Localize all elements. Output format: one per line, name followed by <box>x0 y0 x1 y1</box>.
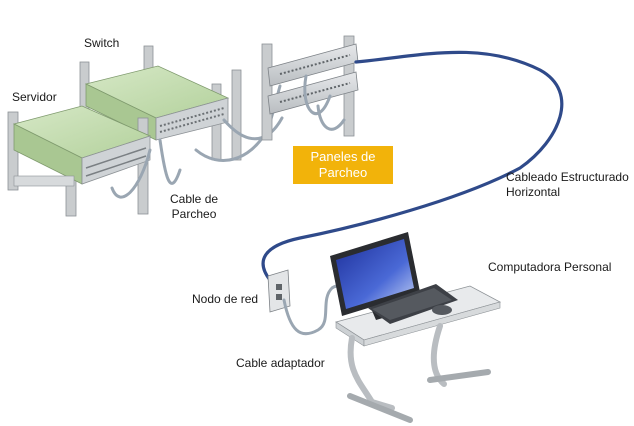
patch-cable-label: Cable de Parcheo <box>170 192 218 222</box>
personal-computer-label: Computadora Personal <box>488 260 612 274</box>
keyboard-icon <box>368 284 458 324</box>
patch-panel-icon <box>267 43 359 115</box>
patch-cable-label-line2: Parcheo <box>171 207 217 221</box>
patch-cable-label-line1: Cable de <box>170 192 219 206</box>
horizontal-cable <box>261 50 564 282</box>
panel-loop-cables <box>303 74 346 131</box>
patch-panels-label-line2: Parcheo <box>318 165 368 180</box>
network-node-label: Nodo de red <box>192 292 259 306</box>
patch-panels-label-line1: Paneles de <box>310 149 376 164</box>
server-icon <box>12 105 152 187</box>
horizontal-cabling-label-line1: Cableado Estructurado <box>506 170 629 184</box>
horizontal-cabling-label-line2: Horizontal <box>506 185 561 199</box>
switch-label: Switch <box>84 36 120 50</box>
monitor-icon <box>330 232 420 320</box>
server-label: Servidor <box>12 90 57 104</box>
desk-icon <box>335 285 502 423</box>
mouse-icon <box>432 305 452 315</box>
adapter-cable-label: Cable adaptador <box>236 356 325 370</box>
patch-panels-label: Paneles de Parcheo <box>293 146 393 184</box>
horizontal-cabling-label: Cableado Estructurado Horizontal <box>506 170 629 200</box>
